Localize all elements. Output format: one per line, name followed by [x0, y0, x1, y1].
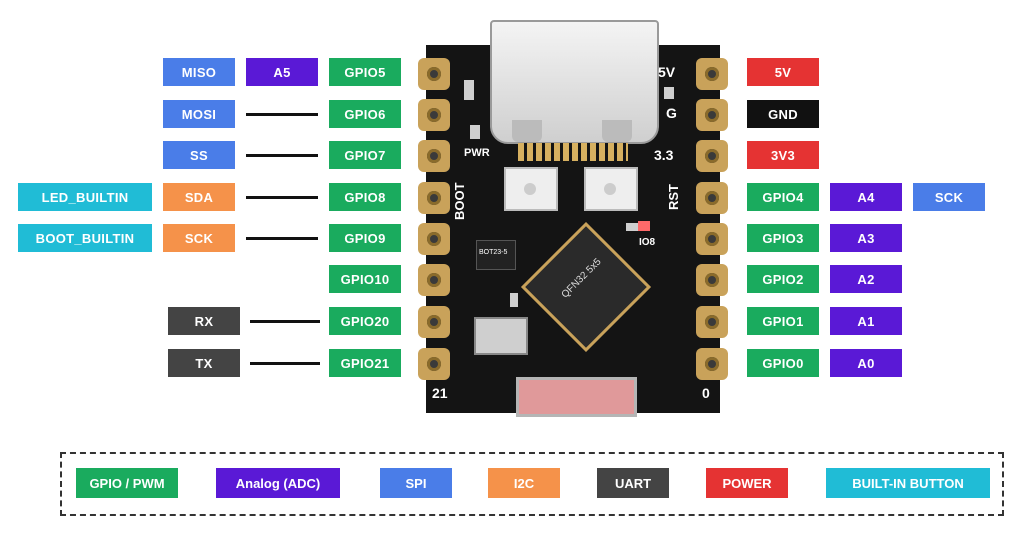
smd-component: [626, 223, 640, 231]
led-io8: [638, 221, 650, 231]
pin-pad: [696, 58, 728, 90]
label-miso: MISO: [163, 58, 235, 86]
pin-pad: [696, 348, 728, 380]
label-gpio2: GPIO2: [747, 265, 819, 293]
connector-line: [250, 320, 320, 323]
label-gpio20: GPIO20: [329, 307, 401, 335]
silk-g: G: [666, 105, 677, 121]
pin-pad: [418, 140, 450, 172]
label-gpio1: GPIO1: [747, 307, 819, 335]
reset-button[interactable]: [584, 167, 638, 211]
silk-5v: 5V: [658, 64, 676, 80]
label-gpio9: GPIO9: [329, 224, 401, 252]
smd-component: [510, 293, 518, 307]
label-a0: A0: [830, 349, 902, 377]
label-a3: A3: [830, 224, 902, 252]
pin-pad: [418, 306, 450, 338]
button-cap: [524, 183, 536, 195]
board: 5V G 3.3 PWR BOOT RST IO8 21 0 BOT23-5 Q…: [418, 20, 728, 417]
label-gpio4: GPIO4: [747, 183, 819, 211]
label-gpio10: GPIO10: [329, 265, 401, 293]
label-sda: SDA: [163, 183, 235, 211]
pin-pad: [696, 223, 728, 255]
label-5v: 5V: [747, 58, 819, 86]
legend-spi: SPI: [380, 468, 452, 498]
pin-pad: [418, 58, 450, 90]
label-gpio8: GPIO8: [329, 183, 401, 211]
silk-rst: RST: [666, 184, 681, 210]
usb-pads: [518, 143, 628, 161]
label-a5: A5: [246, 58, 318, 86]
label-3v3: 3V3: [747, 141, 819, 169]
label-gpio3: GPIO3: [747, 224, 819, 252]
connector-line: [246, 237, 318, 240]
legend-power: POWER: [706, 468, 788, 498]
label-sck-left: SCK: [163, 224, 235, 252]
silk-21: 21: [432, 385, 448, 401]
legend-analog: Analog (ADC): [216, 468, 340, 498]
silk-boot: BOOT: [452, 182, 467, 220]
pin-pad: [418, 264, 450, 296]
pin-pad: [696, 264, 728, 296]
smd-component: [470, 125, 480, 139]
connector-line: [246, 113, 318, 116]
label-ss: SS: [163, 141, 235, 169]
connector-line: [250, 362, 320, 365]
label-rx: RX: [168, 307, 240, 335]
pin-pad: [418, 223, 450, 255]
pin-pad: [696, 140, 728, 172]
smd-component: [464, 80, 474, 100]
label-a4: A4: [830, 183, 902, 211]
label-gpio6: GPIO6: [329, 100, 401, 128]
pin-pad: [696, 99, 728, 131]
usb-tab: [602, 120, 632, 142]
regulator-chip: BOT23-5: [476, 240, 516, 270]
silk-io8: IO8: [639, 237, 656, 248]
label-led-builtin: LED_BUILTIN: [18, 183, 152, 211]
legend-gpio-pwm: GPIO / PWM: [76, 468, 178, 498]
legend-built-in-button: BUILT-IN BUTTON: [826, 468, 990, 498]
label-gpio7: GPIO7: [329, 141, 401, 169]
button-cap: [604, 183, 616, 195]
pin-pad: [418, 182, 450, 214]
legend-uart: UART: [597, 468, 669, 498]
main-chip: [520, 221, 652, 353]
label-tx: TX: [168, 349, 240, 377]
antenna: [516, 377, 637, 417]
label-gnd: GND: [747, 100, 819, 128]
crystal: [474, 317, 528, 355]
silk-0: 0: [702, 385, 710, 401]
pin-pad: [418, 99, 450, 131]
pin-pad: [696, 182, 728, 214]
label-mosi: MOSI: [163, 100, 235, 128]
usb-tab: [512, 120, 542, 142]
label-a1: A1: [830, 307, 902, 335]
label-gpio0: GPIO0: [747, 349, 819, 377]
connector-line: [246, 154, 318, 157]
label-gpio21: GPIO21: [329, 349, 401, 377]
silk-3v3: 3.3: [654, 147, 674, 163]
regulator-label: BOT23-5: [479, 249, 508, 256]
label-a2: A2: [830, 265, 902, 293]
legend: [60, 452, 1004, 516]
connector-line: [246, 196, 318, 199]
label-boot-builtin: BOOT_BUILTIN: [18, 224, 152, 252]
smd-component: [664, 87, 674, 99]
silk-pwr: PWR: [464, 147, 490, 159]
legend-i2c: I2C: [488, 468, 560, 498]
label-sck-right: SCK: [913, 183, 985, 211]
boot-button[interactable]: [504, 167, 558, 211]
pin-pad: [418, 348, 450, 380]
label-gpio5: GPIO5: [329, 58, 401, 86]
pin-pad: [696, 306, 728, 338]
